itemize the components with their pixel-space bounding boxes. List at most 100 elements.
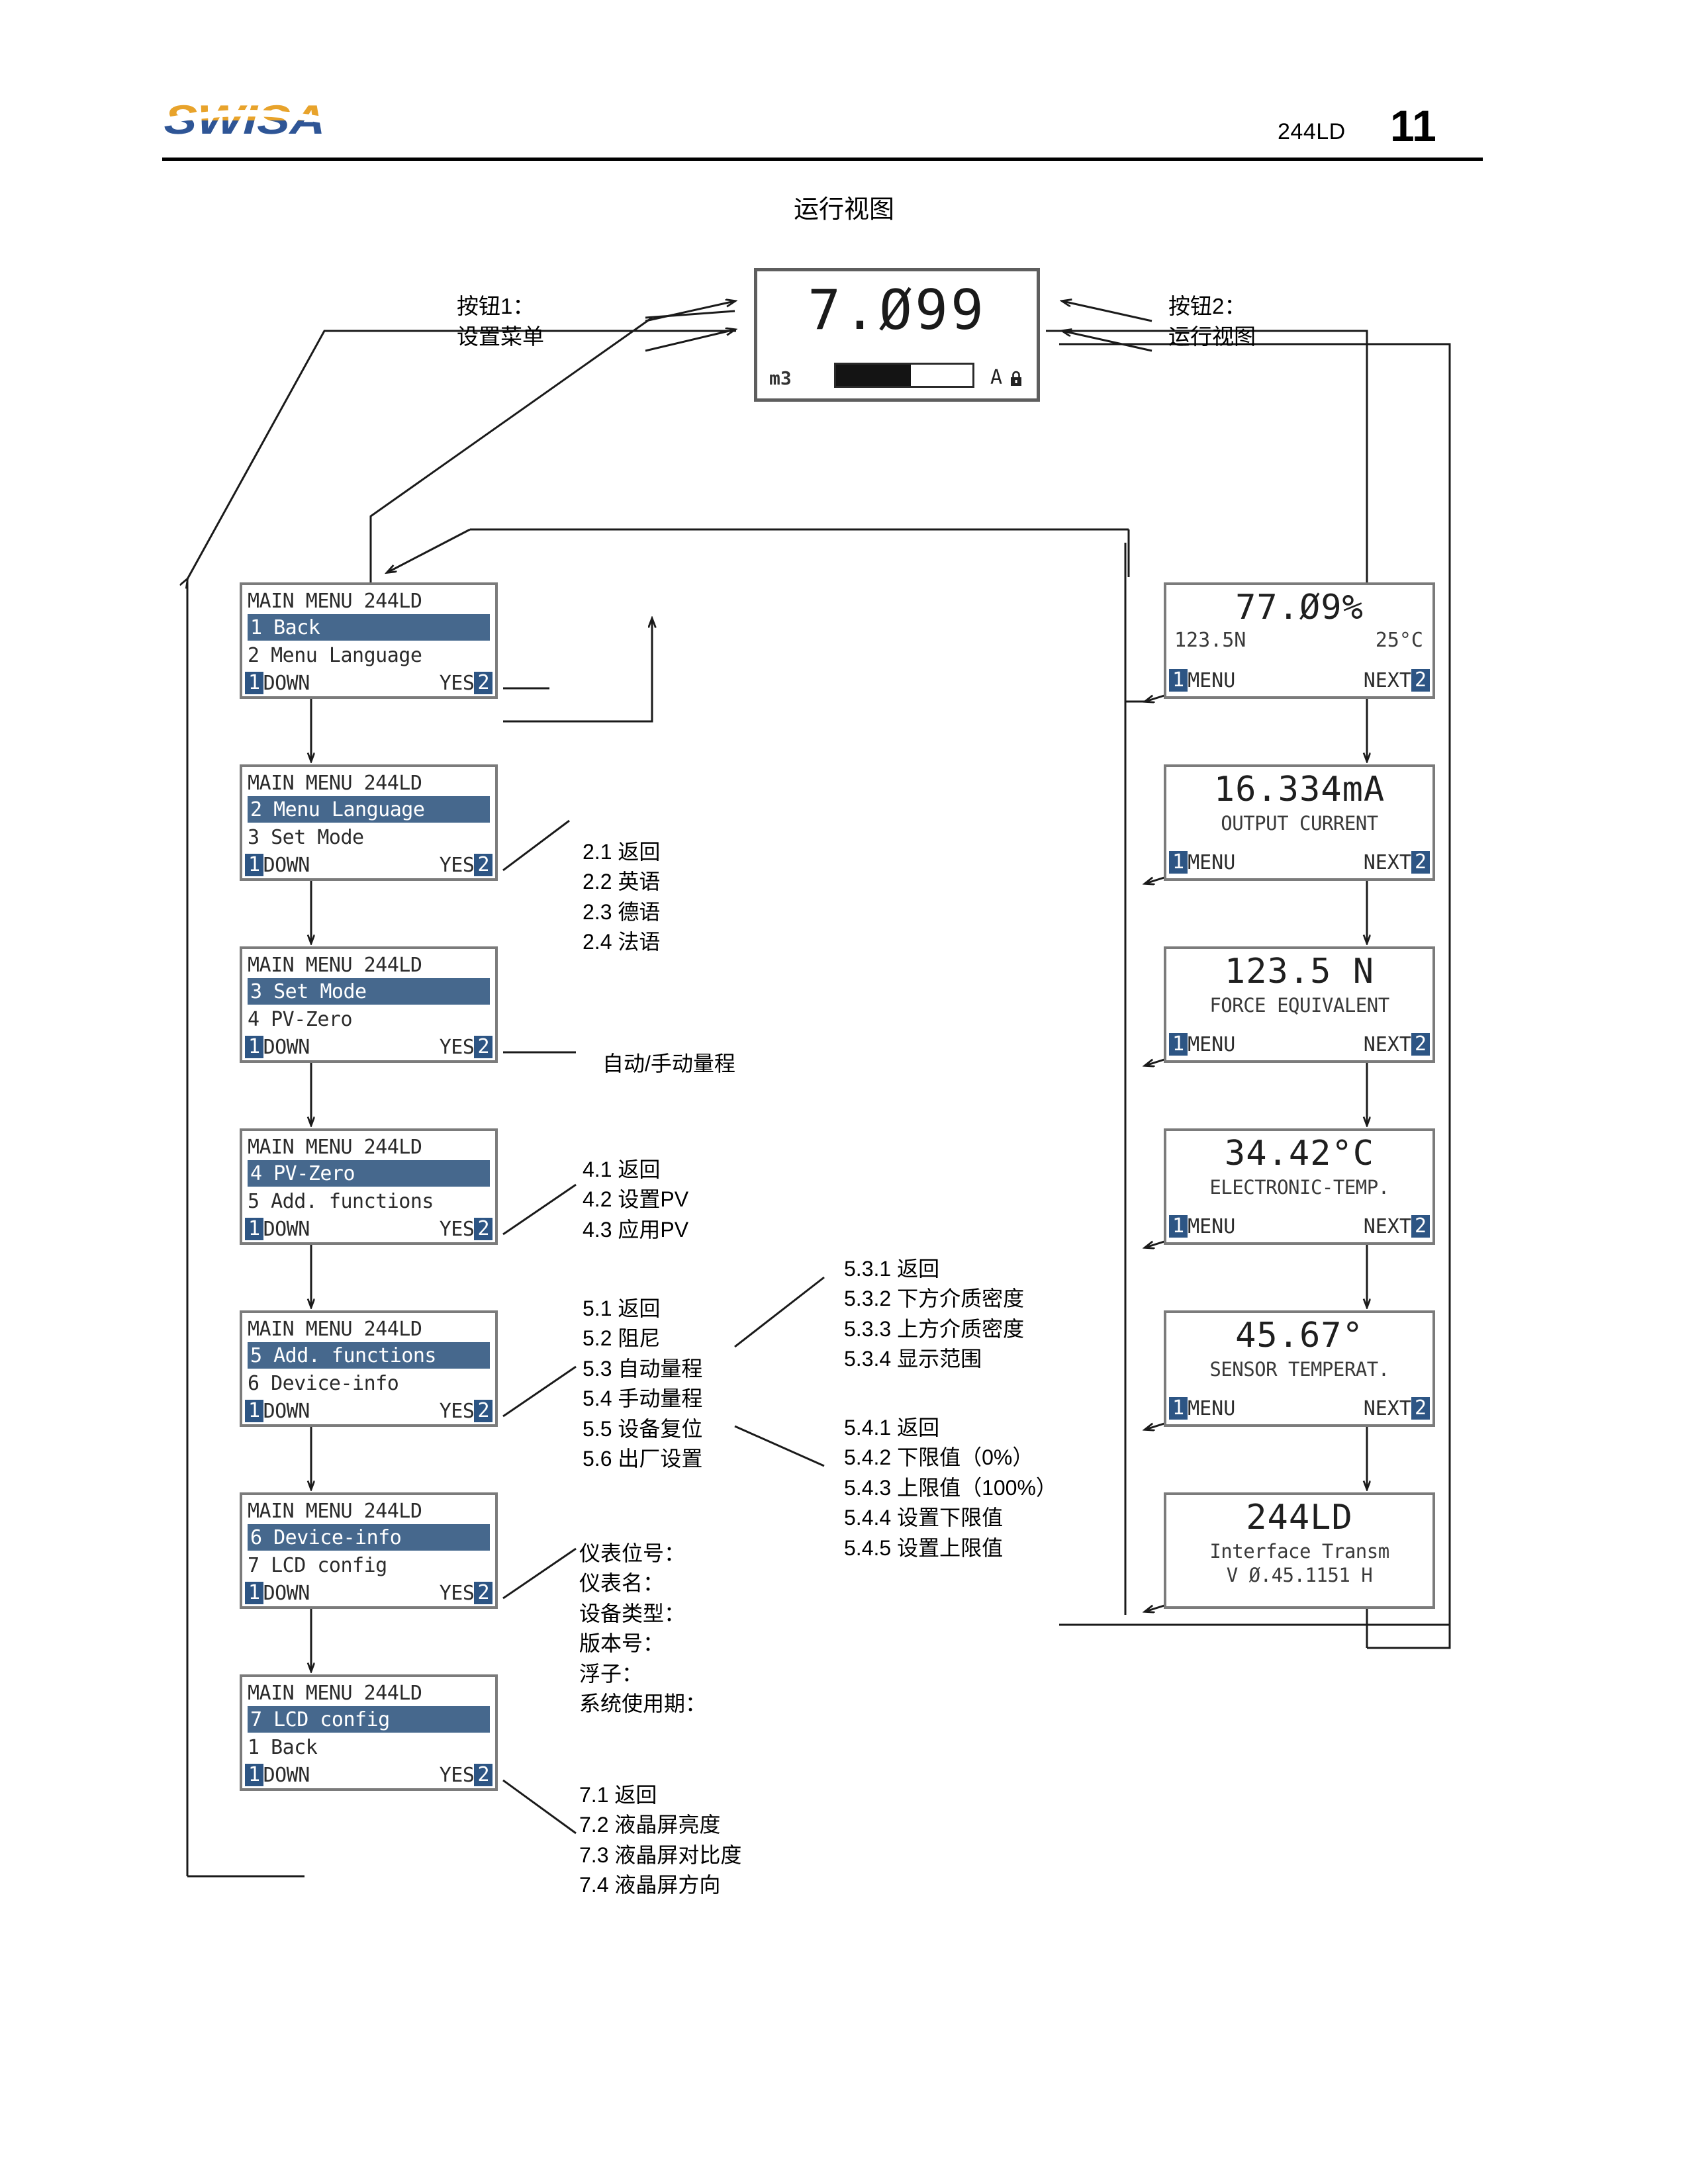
measure-label: ELECTRONIC-TEMP. (1209, 1176, 1389, 1199)
page-number: 11 (1390, 101, 1436, 150)
lock-icon (1011, 371, 1021, 386)
key1-badge[interactable]: 1 (245, 1218, 263, 1240)
key2-badge[interactable]: 2 (474, 1582, 492, 1604)
key1-badge[interactable]: 1 (245, 854, 263, 876)
menu-selected-item[interactable]: 5 Add. functions (248, 1342, 490, 1369)
key2-label: YES (439, 1399, 475, 1423)
menu-selected-item[interactable]: 2 Menu Language (248, 796, 490, 823)
menu-title: MAIN MENU 244LD (248, 771, 422, 795)
key2-label: NEXT (1363, 1032, 1411, 1056)
key2-label: YES (439, 1035, 475, 1059)
measure-value: 34.42°C (1224, 1134, 1375, 1173)
key1-label: DOWN (263, 853, 310, 877)
key2-badge[interactable]: 2 (1411, 669, 1430, 692)
auto-mode-indicator: A (990, 366, 1002, 389)
key1-badge[interactable]: 1 (1169, 1215, 1188, 1238)
key2-badge[interactable]: 2 (1411, 851, 1430, 874)
key1-label: DOWN (263, 1035, 310, 1059)
swisa-logo: SWISA SWISA (164, 98, 329, 147)
key2-label: YES (439, 1763, 475, 1787)
measure-value: 244LD (1246, 1498, 1353, 1537)
key1-badge[interactable]: 1 (1169, 851, 1188, 874)
key1-label: DOWN (263, 1763, 310, 1787)
key1-badge[interactable]: 1 (245, 1764, 263, 1786)
callout-button-2: 按钮2： 运行视图 (1168, 294, 1256, 349)
menu-screen-1[interactable]: MAIN MENU 244LD 1 Back 2 Menu Language 1… (240, 582, 498, 699)
menu-next-item[interactable]: 5 Add. functions (248, 1189, 434, 1213)
annotation-auto-range: 5.3.1 返回 5.3.2 下方介质密度 5.3.3 上方介质密度 5.3.4… (844, 1257, 1025, 1371)
annotation-pv-zero: 4.1 返回 4.2 设置PV 4.3 应用PV (583, 1158, 689, 1242)
key2-label: NEXT (1363, 668, 1411, 692)
measure-label: FORCE EQUIVALENT (1209, 994, 1389, 1017)
menu-title: MAIN MENU 244LD (248, 1681, 422, 1705)
menu-next-item[interactable]: 1 Back (248, 1735, 318, 1759)
measure-screen-6[interactable]: 244LD Interface Transm V Ø.45.1151 H (1164, 1492, 1435, 1609)
key2-badge[interactable]: 2 (474, 854, 492, 876)
key1-label: MENU (1188, 850, 1236, 874)
key2-label: NEXT (1363, 850, 1411, 874)
annotation-set-mode: 自动/手动量程 (602, 1052, 735, 1075)
measure-label: OUTPUT CURRENT (1221, 812, 1378, 835)
key1-badge[interactable]: 1 (245, 1582, 263, 1604)
menu-selected-item[interactable]: 7 LCD config (248, 1706, 490, 1733)
annotation-device-info: 仪表位号： 仪表名： 设备类型： 版本号： 浮子： 系统使用期： (579, 1541, 707, 1716)
key1-badge[interactable]: 1 (1169, 669, 1188, 692)
menu-next-item[interactable]: 7 LCD config (248, 1553, 387, 1577)
key2-badge[interactable]: 2 (1411, 1397, 1430, 1420)
annotation-lcd-config: 7.1 返回 7.2 液晶屏亮度 7.3 液晶屏对比度 7.4 液晶屏方向 (579, 1783, 742, 1897)
key1-badge[interactable]: 1 (1169, 1397, 1188, 1420)
key2-label: NEXT (1363, 1396, 1411, 1420)
menu-selected-item[interactable]: 6 Device-info (248, 1524, 490, 1551)
menu-selected-item[interactable]: 4 PV-Zero (248, 1160, 490, 1187)
measure-value: 45.67° (1235, 1316, 1364, 1355)
key2-badge[interactable]: 2 (1411, 1215, 1430, 1238)
key2-label: YES (439, 1217, 475, 1241)
svg-text:SWISA: SWISA (164, 98, 326, 143)
menu-screen-6[interactable]: MAIN MENU 244LD 6 Device-info 7 LCD conf… (240, 1492, 498, 1609)
menu-title: MAIN MENU 244LD (248, 1499, 422, 1523)
measure-label: Interface Transm (1209, 1540, 1389, 1563)
key2-badge[interactable]: 2 (474, 672, 492, 694)
menu-selected-item[interactable]: 1 Back (248, 614, 490, 641)
header-model: 244LD (1278, 119, 1346, 144)
key2-badge[interactable]: 2 (1411, 1033, 1430, 1056)
key2-badge[interactable]: 2 (474, 1218, 492, 1240)
menu-screen-4[interactable]: MAIN MENU 244LD 4 PV-Zero 5 Add. functio… (240, 1128, 498, 1245)
key2-badge[interactable]: 2 (474, 1400, 492, 1422)
menu-next-item[interactable]: 4 PV-Zero (248, 1007, 353, 1031)
menu-next-item[interactable]: 6 Device-info (248, 1371, 399, 1395)
key1-badge[interactable]: 1 (1169, 1033, 1188, 1056)
key2-badge[interactable]: 2 (474, 1764, 492, 1786)
menu-next-item[interactable]: 2 Menu Language (248, 643, 422, 667)
menu-selected-item[interactable]: 3 Set Mode (248, 978, 490, 1005)
key2-badge[interactable]: 2 (474, 1036, 492, 1058)
key1-badge[interactable]: 1 (245, 672, 263, 694)
menu-screen-5[interactable]: MAIN MENU 244LD 5 Add. functions 6 Devic… (240, 1310, 498, 1427)
main-display-screen[interactable]: 7.Ø99 m3 A (754, 268, 1040, 402)
key1-badge[interactable]: 1 (245, 1400, 263, 1422)
menu-screen-2[interactable]: MAIN MENU 244LD 2 Menu Language 3 Set Mo… (240, 764, 498, 881)
key1-label: MENU (1188, 1214, 1236, 1238)
key1-badge[interactable]: 1 (245, 1036, 263, 1058)
annotation-add-functions: 5.1 返回 5.2 阻尼 5.3 自动量程 5.4 手动量程 5.5 设备复位… (583, 1297, 703, 1471)
menu-next-item[interactable]: 3 Set Mode (248, 825, 364, 849)
key1-label: MENU (1188, 1032, 1236, 1056)
